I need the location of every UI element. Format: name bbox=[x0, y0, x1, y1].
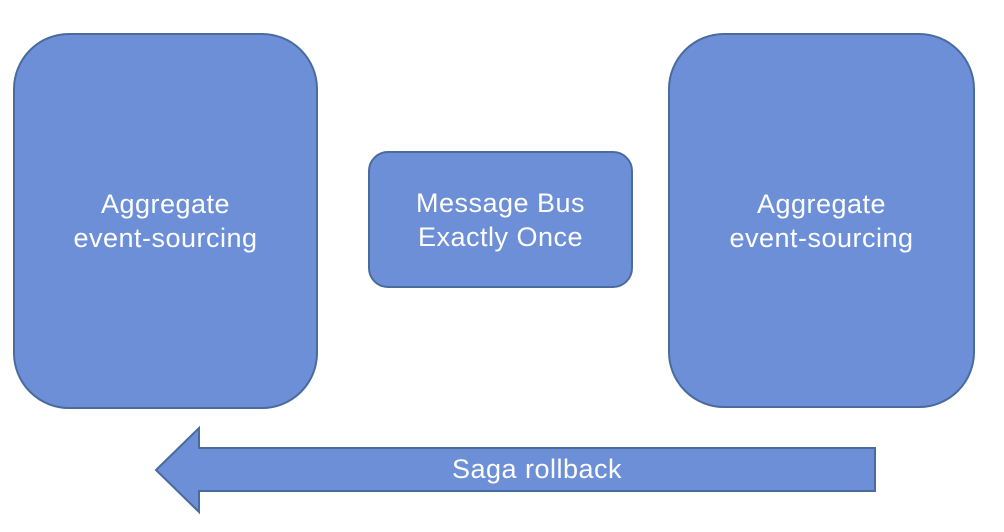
node-label-message-bus: Message Bus Exactly Once bbox=[415, 187, 586, 252]
node-message-bus-exactly-once: Message Bus Exactly Once bbox=[368, 151, 633, 288]
node-label-aggregate-left: Aggregate event-sourcing bbox=[73, 189, 258, 253]
arrow-label-saga-rollback: Saga rollback bbox=[451, 454, 623, 484]
node-aggregate-event-sourcing-left: Aggregate event-sourcing bbox=[13, 33, 318, 409]
node-aggregate-event-sourcing-right: Aggregate event-sourcing bbox=[668, 33, 975, 408]
node-label-aggregate-right: Aggregate event-sourcing bbox=[729, 188, 914, 253]
